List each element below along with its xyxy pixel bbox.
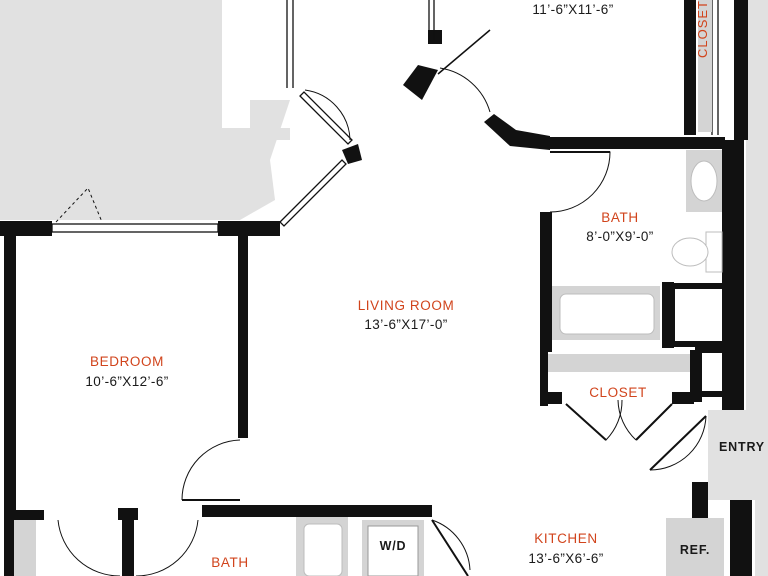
wall-living-angle-joint <box>342 144 362 164</box>
wall-right-bottom <box>730 500 752 576</box>
wall-bath-stub <box>118 508 138 520</box>
bath-bottom-name: BATH <box>211 555 249 570</box>
window-bedroom <box>51 223 219 233</box>
wall-bottom-left <box>14 510 44 520</box>
kitchen-name: KITCHEN <box>534 531 598 546</box>
wall-closet-top-right <box>684 0 696 135</box>
door-swing-bath-bottom-right <box>136 519 199 576</box>
closet-shelf-top <box>698 0 712 132</box>
wall-bath-angle <box>484 114 550 150</box>
door-leaf-closet-right <box>635 403 673 441</box>
wall-bottom-mid <box>202 505 432 517</box>
door-leaf-entry <box>649 415 707 471</box>
bath-tub-bottom-inner <box>303 523 343 576</box>
wall-closet-bottom-left <box>540 392 562 404</box>
toilet-bowl <box>671 237 709 267</box>
door-leaf-closet-left <box>565 403 607 441</box>
wall-living-top-post <box>428 30 442 44</box>
living-room-name: LIVING ROOM <box>357 298 455 313</box>
bath-bottom-left-fixture <box>14 520 36 576</box>
washer-dryer-label: W/D <box>379 539 407 553</box>
kitchen-dimensions: 13’-6”X6’-6” <box>528 551 604 566</box>
wall-bedroom-right <box>238 236 248 438</box>
exterior-bottom-right <box>755 500 768 576</box>
door-leaf-living-right <box>437 29 491 75</box>
top-closet-label: CLOSET <box>695 0 710 59</box>
wd-unit-inner <box>367 525 419 576</box>
exterior-area-right-strip <box>746 0 768 410</box>
closet-shelf-mid <box>548 354 690 372</box>
bathtub-inner <box>559 293 655 335</box>
wall-bedroom-top-right <box>218 221 280 236</box>
bedroom-name: BEDROOM <box>90 354 164 369</box>
entry-label: ENTRY <box>719 440 765 454</box>
door-swing-bedroom <box>181 439 241 501</box>
wall-bath-stub-vertical <box>122 520 134 576</box>
door-swing-closet-right <box>617 399 637 441</box>
wall-closet-bottom-right <box>672 392 694 404</box>
window-living-upper <box>299 91 353 145</box>
doors <box>55 29 707 576</box>
wall-shaft-box-1 <box>669 283 739 347</box>
door-swing-bath-bottom-left <box>57 519 120 576</box>
wall-closet-top-left <box>540 340 548 406</box>
bath-sink <box>690 160 718 202</box>
wall-shaft-box-2 <box>695 347 737 397</box>
door-swing-wd <box>431 519 471 571</box>
refrigerator <box>666 518 724 576</box>
entry-area <box>708 410 768 500</box>
living-room-dimensions: 13’-6”X17’-0” <box>364 317 448 332</box>
bath-right-dimensions: 8’-0”X9’-0” <box>586 229 654 244</box>
door-swing-living-top <box>304 89 351 141</box>
door-swing-closet-left <box>565 399 623 441</box>
window-living-lower <box>279 159 347 227</box>
exterior-area-left <box>0 0 290 220</box>
bedroom-dimensions: 10’-6”X12’-6” <box>85 374 169 389</box>
closet-mid-name: CLOSET <box>589 385 647 400</box>
door-swing-entry <box>649 415 707 471</box>
fixtures <box>14 0 724 576</box>
wall-bath-top <box>540 137 725 149</box>
refrigerator-label: REF. <box>679 543 711 557</box>
door-swing-living-right <box>439 67 491 113</box>
top-room-dimensions: 11’-6”X11’-6” <box>532 2 614 17</box>
bath-right-name: BATH <box>601 210 639 225</box>
wall-living-angle-top <box>403 65 438 100</box>
wall-bedroom-left <box>4 221 16 576</box>
wall-bath-left <box>540 212 552 352</box>
wall-right-top <box>734 0 748 140</box>
door-swing-bath <box>549 151 611 213</box>
door-leaf-wd <box>431 519 469 576</box>
